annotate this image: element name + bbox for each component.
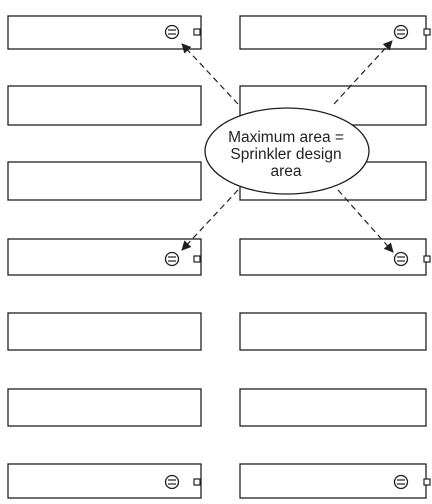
sprinkler-head-icon <box>164 251 180 267</box>
dashed-arrow-top-right <box>333 40 393 105</box>
room-box-r5-c2 <box>239 312 427 351</box>
outlet-square-icon <box>423 28 431 36</box>
room-box-r2-c1 <box>7 85 202 126</box>
outlet-square-icon <box>193 28 201 36</box>
callout-ellipse <box>204 107 370 195</box>
outlet-square-icon <box>193 255 201 263</box>
outlet-square-icon <box>423 255 431 263</box>
dashed-arrow-top-left <box>181 43 239 105</box>
dashed-arrow-bottom-right <box>337 189 394 253</box>
outlet-square-icon <box>193 478 201 486</box>
room-box-r3-c1 <box>7 161 202 201</box>
room-box-r6-c2 <box>239 388 427 427</box>
dashed-arrow-bottom-left <box>181 189 239 251</box>
room-box-r5-c1 <box>7 312 202 351</box>
sprinkler-head-icon <box>393 251 409 267</box>
room-box-r6-c1 <box>7 388 202 427</box>
sprinkler-head-icon <box>393 474 409 490</box>
sprinkler-head-icon <box>164 474 180 490</box>
outlet-square-icon <box>423 478 431 486</box>
sprinkler-head-icon <box>164 24 180 40</box>
sprinkler-head-icon <box>393 24 409 40</box>
